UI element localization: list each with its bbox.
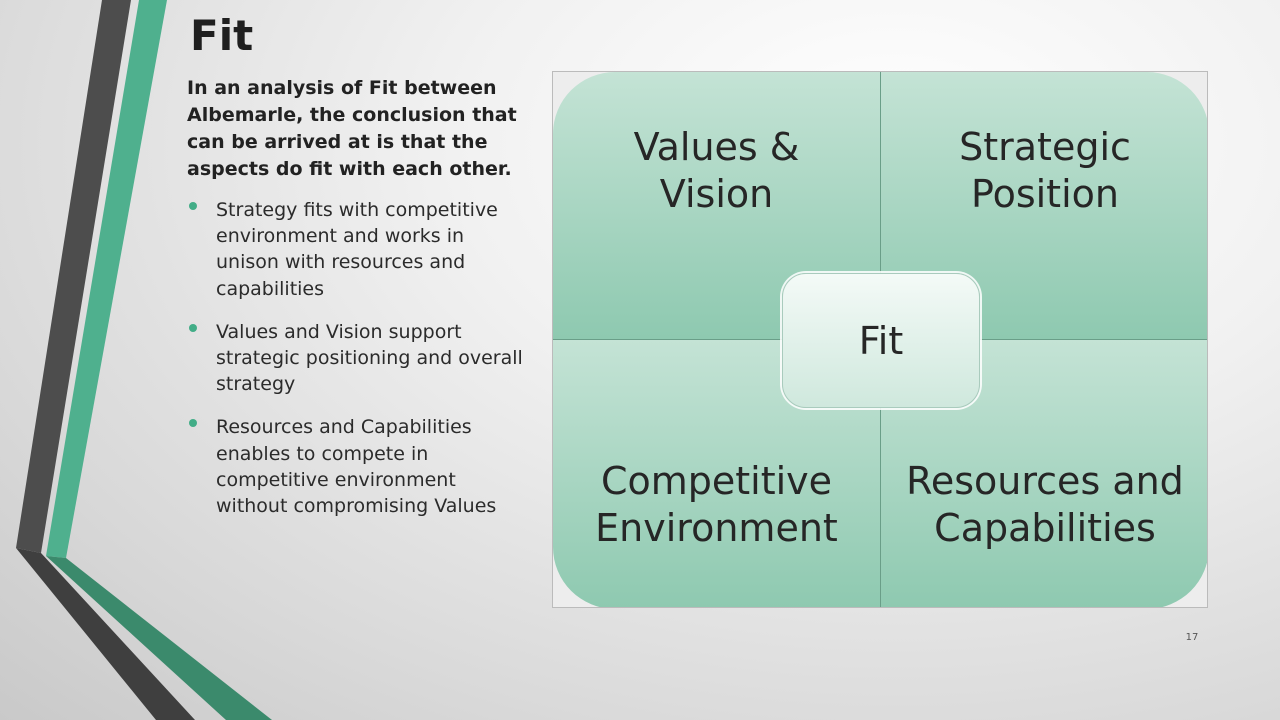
- quadrant-label: Competitive Environment: [595, 458, 838, 552]
- slide-body: In an analysis of Fit between Albemarle,…: [187, 75, 527, 536]
- bullet-item: Strategy fits with competitive environme…: [187, 197, 527, 302]
- quadrant-label-line: Capabilities: [934, 506, 1156, 551]
- decorative-stripes: [16, 0, 272, 720]
- quadrant-label-line: Position: [971, 172, 1119, 217]
- quadrant-label-line: Vision: [659, 172, 774, 217]
- bullet-dot-icon: [189, 323, 197, 332]
- quadrant-label-line: Strategic: [959, 125, 1131, 169]
- bullet-dot-icon: [189, 419, 197, 428]
- bullet-text: Strategy fits with competitive environme…: [216, 198, 498, 300]
- quadrant-label-line: Environment: [595, 506, 838, 551]
- quadrant-label-line: Resources and: [906, 459, 1184, 503]
- bullet-text: Values and Vision support strategic posi…: [216, 320, 523, 396]
- slide-title: Fit: [190, 11, 254, 60]
- green-stripe-lower: [46, 556, 272, 720]
- dark-stripe-lower: [16, 548, 195, 720]
- slide-number: 17: [1185, 632, 1199, 643]
- quadrant-label: Values & Vision: [634, 124, 800, 218]
- green-stripe-upper: [46, 0, 167, 558]
- center-fit-label: Fit: [858, 318, 904, 363]
- quadrant-label-line: Competitive: [600, 459, 833, 503]
- bullet-item: Values and Vision support strategic posi…: [187, 319, 527, 398]
- bullet-text: Resources and Capabilities enables to co…: [216, 416, 497, 518]
- quadrant-label-line: Values &: [633, 125, 800, 169]
- quadrant-label: Strategic Position: [959, 124, 1131, 218]
- bullet-item: Resources and Capabilities enables to co…: [187, 414, 527, 519]
- center-fit-box: Fit: [782, 273, 980, 408]
- dark-stripe-upper: [16, 0, 131, 553]
- quadrant-values-vision: Values & Vision: [553, 72, 881, 340]
- bullet-dot-icon: [189, 201, 197, 210]
- fit-matrix-diagram: Values & Vision Strategic Position Compe…: [552, 71, 1208, 608]
- bullet-list: Strategy fits with competitive environme…: [187, 197, 527, 519]
- quadrant-label: Resources and Capabilities: [906, 458, 1184, 552]
- intro-text: In an analysis of Fit between Albemarle,…: [187, 77, 517, 180]
